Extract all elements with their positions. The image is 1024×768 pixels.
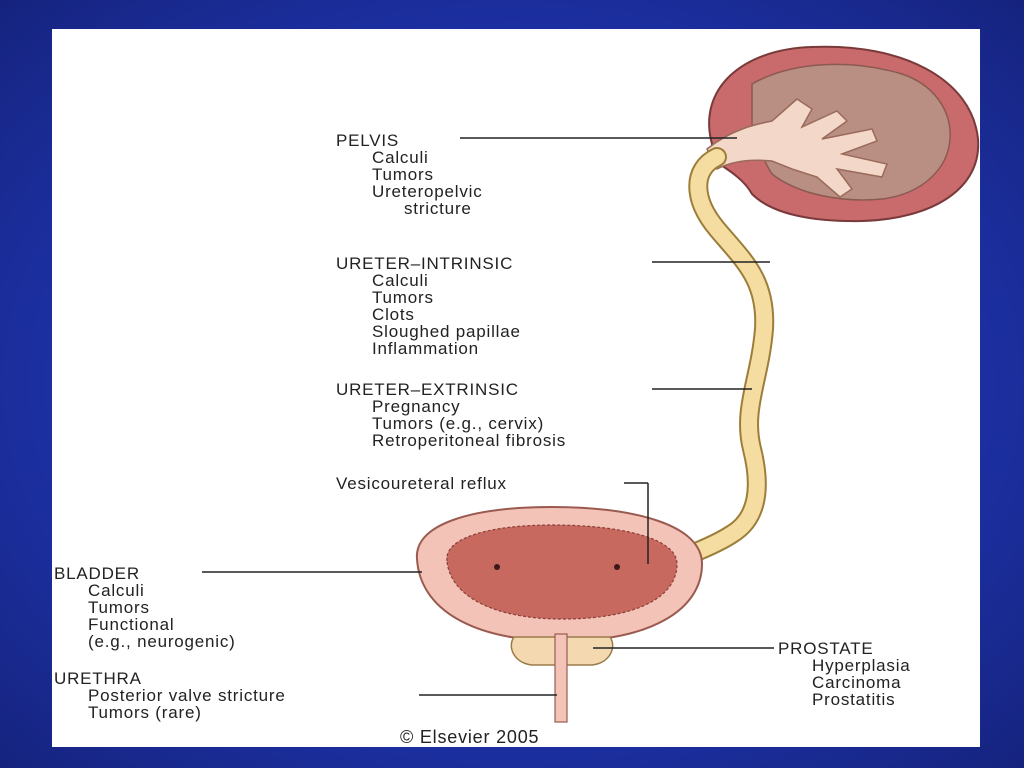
kidney (706, 45, 980, 223)
urethra (554, 633, 568, 723)
bladder-item: Tumors (88, 598, 150, 617)
bladder (415, 505, 704, 643)
urinary-tract-illustration (202, 45, 980, 723)
urethra-item: Tumors (rare) (88, 703, 202, 722)
urethra-item: Posterior valve stricture (88, 686, 286, 705)
prostate-item: Prostatitis (812, 690, 896, 709)
bladder-item: Functional (88, 615, 175, 634)
slide-panel: PELVIS Calculi Tumors Ureteropelvic stri… (52, 29, 980, 747)
urethra-header: URETHRA (54, 669, 142, 688)
pelvis-item: Tumors (372, 165, 434, 184)
prostate-item: Carcinoma (812, 673, 902, 692)
ureter-intrinsic-item: Calculi (372, 271, 429, 290)
prostate-header: PROSTATE (778, 639, 874, 658)
pelvis-item: Calculi (372, 148, 429, 167)
bladder-item: Calculi (88, 581, 145, 600)
vesicoureteral-label: Vesicoureteral reflux (336, 474, 507, 493)
ureter-intrinsic-header: URETER–INTRINSIC (336, 254, 514, 273)
copyright-text: © Elsevier 2005 (400, 727, 540, 747)
ureter-extrinsic-item: Tumors (e.g., cervix) (372, 414, 545, 433)
bladder-header: BLADDER (54, 564, 140, 583)
ureter-intrinsic-item: Clots (372, 305, 415, 324)
pelvis-header: PELVIS (336, 131, 400, 150)
ureter-intrinsic-item: Sloughed papillae (372, 322, 521, 341)
ureter-intrinsic-item: Inflammation (372, 339, 479, 358)
pelvis-item: Ureteropelvic (372, 182, 483, 201)
ureter-intrinsic-item: Tumors (372, 288, 434, 307)
ureter-extrinsic-item: Pregnancy (372, 397, 461, 416)
ureter-extrinsic-header: URETER–EXTRINSIC (336, 380, 519, 399)
leader-lines (202, 137, 774, 696)
bladder-item: (e.g., neurogenic) (88, 632, 236, 651)
ureter-extrinsic-item: Retroperitoneal fibrosis (372, 431, 567, 450)
pelvis-item: stricture (404, 199, 472, 218)
prostate-item: Hyperplasia (812, 656, 911, 675)
